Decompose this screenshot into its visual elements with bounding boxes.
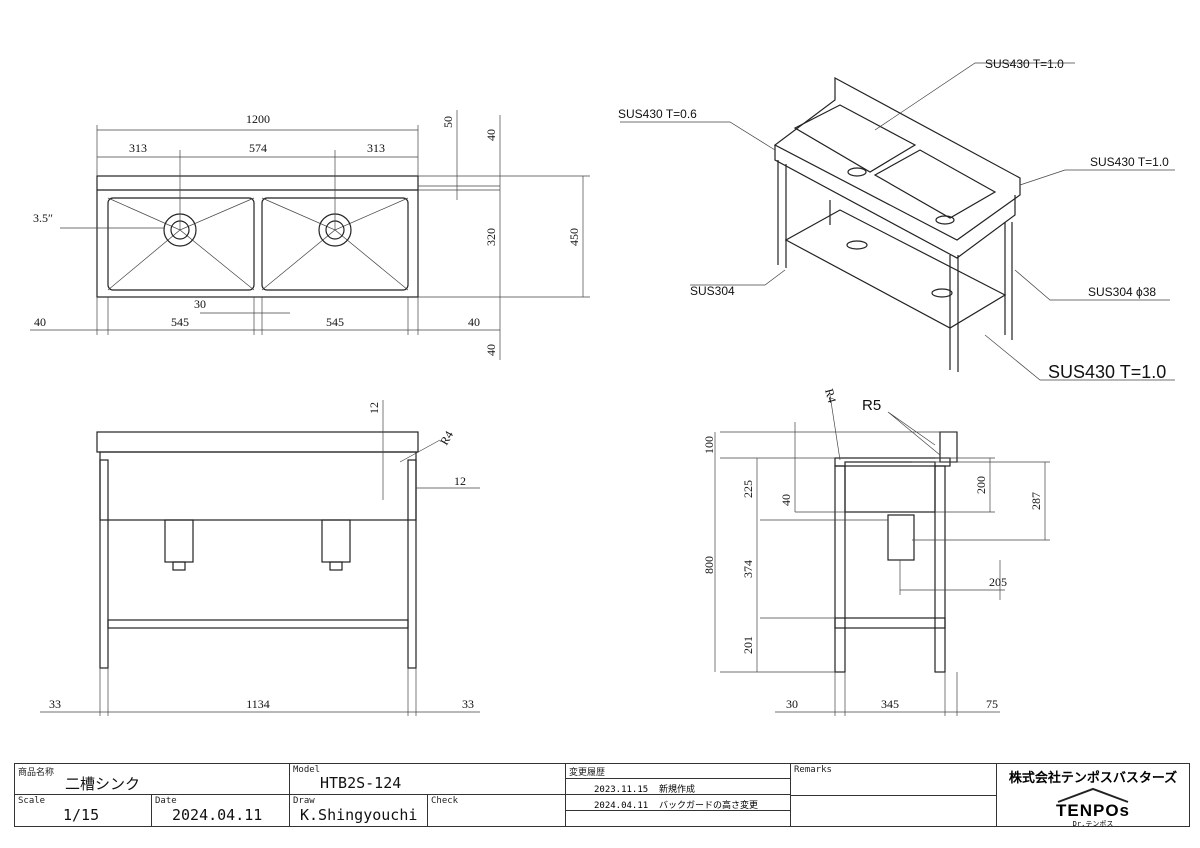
dimension-label: 40	[484, 129, 498, 141]
dimension-label: 225	[741, 480, 755, 498]
logo-text: TENPOs	[1055, 801, 1131, 820]
dimension-label: SUS430 T=1.0	[1048, 362, 1166, 382]
title-block: 商品名称 二槽シンク Model HTB2S-124 Scale 1/15 Da…	[14, 763, 1190, 828]
leg-left	[99, 459, 109, 669]
dimension-label: R4	[437, 428, 456, 447]
dimension-label: SUS430 T=0.6	[618, 107, 697, 121]
dimension-label: 201	[741, 636, 755, 654]
dimension-label: SUS430 T=1.0	[985, 57, 1064, 71]
isometric-view: SUS430 T=1.0 SUS430 T=0.6 SUS430 T=1.0 S…	[618, 57, 1175, 382]
company-name: 株式会社テンポスバスターズ	[1008, 771, 1178, 786]
dimension-label: 40	[779, 494, 793, 506]
dimension-label: R4	[822, 387, 839, 404]
dimension-label: 200	[974, 476, 988, 494]
dimension-label: 545	[326, 315, 344, 329]
leg-right	[407, 459, 417, 669]
dimension-label: 30	[786, 697, 798, 711]
dimension-label: SUS304	[690, 284, 735, 298]
side-leg-rear	[934, 465, 946, 673]
history-row: 2024.04.11 バックガードの高さ変更	[566, 795, 791, 811]
product-label: 商品名称	[18, 768, 55, 778]
undershelf	[107, 619, 409, 629]
side-leg-front	[834, 465, 846, 673]
history-label: 変更履歴	[569, 768, 606, 778]
top-view: 1200 313 574 313 3.5″ 50 40 320 450 40 4…	[30, 110, 590, 360]
dimension-label: 287	[1029, 492, 1043, 510]
dimension-label: 320	[484, 228, 498, 246]
dimension-label: 313	[367, 141, 385, 155]
dimension-label: 75	[986, 697, 998, 711]
dimension-label: 574	[249, 141, 267, 155]
model-value: HTB2S-124	[320, 774, 402, 792]
dimension-label: 40	[484, 344, 498, 356]
dimension-label: 40	[34, 315, 46, 329]
dimension-label: 30	[194, 297, 206, 311]
front-view: 33 1134 33 12 R4 12	[40, 400, 480, 716]
dimension-label: 1134	[246, 697, 270, 711]
dimension-label: 374	[741, 560, 755, 578]
draw-label: Draw	[293, 796, 315, 806]
dimension-label: 100	[702, 436, 716, 454]
dimension-label: SUS430 T=1.0	[1090, 155, 1169, 169]
remarks-label: Remarks	[794, 765, 832, 775]
basin-left	[107, 197, 255, 291]
dimension-label: 1200	[246, 112, 270, 126]
date-value: 2024.04.11	[172, 806, 263, 824]
company-logo: 株式会社テンポスバスターズ TENPOs Dr.テンポス	[997, 764, 1189, 828]
dimension-label: 450	[567, 228, 581, 246]
model-label: Model	[293, 765, 321, 775]
dimension-label: 33	[49, 697, 61, 711]
scale-value: 1/15	[63, 806, 100, 824]
dimension-label: 33	[462, 697, 474, 711]
dimension-label: 3.5″	[33, 211, 53, 225]
dimension-label: 12	[367, 402, 381, 414]
dimension-label: 205	[989, 575, 1007, 589]
date-label: Date	[155, 796, 177, 806]
check-label: Check	[431, 796, 459, 806]
product-name: 二槽シンク	[65, 775, 141, 793]
dimension-label: R5	[862, 397, 881, 414]
scale-label: Scale	[18, 796, 46, 806]
dimension-label: 12	[454, 474, 466, 488]
history-row: 2023.11.15 新規作成	[566, 779, 791, 795]
dimension-label: 345	[881, 697, 899, 711]
dimension-label: 313	[129, 141, 147, 155]
model-cell: Model HTB2S-124	[290, 764, 566, 795]
dimension-label: 545	[171, 315, 189, 329]
roof-icon	[1057, 787, 1129, 803]
product-cell: 商品名称 二槽シンク	[15, 764, 290, 795]
logo-subtext: Dr.テンポス	[1072, 820, 1114, 828]
dimension-label: 800	[702, 556, 716, 574]
top-outline	[96, 175, 419, 298]
dimension-label: 50	[441, 116, 455, 128]
dimension-label: SUS304 ϕ38	[1088, 285, 1156, 299]
dimension-label: 40	[468, 315, 480, 329]
side-view: 100 800 225 374 201 40 200 287 205 30 34…	[702, 387, 1050, 716]
draw-value: K.Shingyouchi	[300, 806, 418, 824]
